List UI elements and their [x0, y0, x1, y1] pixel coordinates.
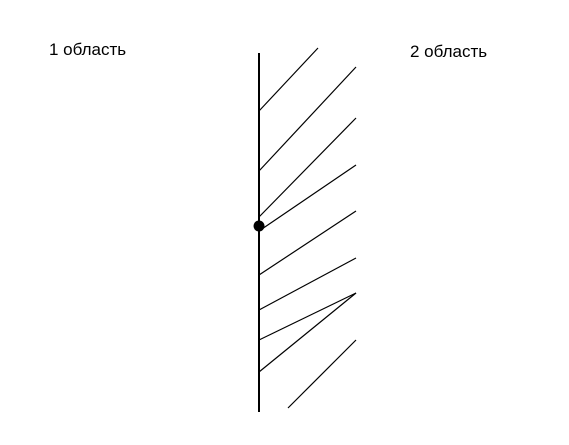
hatch-line: [258, 117, 357, 218]
hatch-line: [258, 66, 357, 172]
hatch-line: [258, 257, 357, 311]
region-1-label: 1 область: [49, 40, 127, 59]
hatch-line: [258, 47, 319, 112]
hatch-line: [258, 164, 357, 232]
hatch-line: [258, 292, 357, 341]
hatch-line: [258, 210, 357, 276]
hatch-line: [258, 292, 357, 373]
hatch-line: [287, 339, 357, 409]
region-2-label: 2 область: [410, 42, 488, 61]
hatching: [258, 47, 357, 409]
boundary-point: [253, 220, 265, 232]
